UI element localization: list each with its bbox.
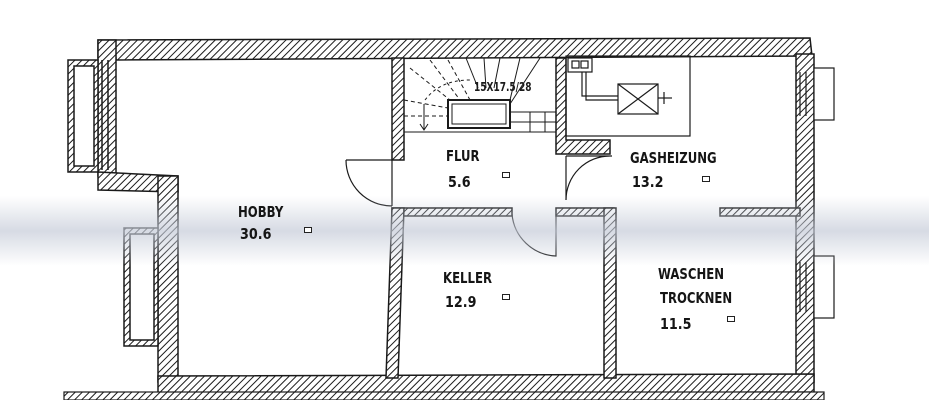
room-label-waschen: WASCHEN bbox=[658, 265, 725, 283]
window-left-top bbox=[67, 59, 109, 173]
marker-hobby bbox=[304, 227, 312, 233]
staircase bbox=[403, 57, 556, 133]
room-area-hobby: 30.6 bbox=[240, 225, 272, 243]
room-area-waschen: 11.5 bbox=[660, 315, 692, 333]
marker-gasheizung bbox=[702, 176, 710, 182]
room-label-keller: KELLER bbox=[443, 269, 492, 287]
room-label-gasheizung: GASHEIZUNG bbox=[630, 149, 717, 167]
marker-waschen bbox=[727, 316, 735, 322]
marker-flur bbox=[502, 172, 510, 178]
room-area-keller: 12.9 bbox=[445, 293, 477, 311]
room-area-flur: 5.6 bbox=[448, 173, 471, 191]
room-area-gasheizung: 13.2 bbox=[632, 173, 664, 191]
stair-dimension-label: 15X17.5/28 bbox=[474, 80, 532, 94]
room-label-hobby: HOBBY bbox=[238, 203, 284, 221]
room-label-trocknen: TROCKNEN bbox=[660, 289, 733, 307]
gas-heater bbox=[565, 55, 691, 137]
marker-keller bbox=[502, 294, 510, 300]
door-flur-gas bbox=[565, 155, 612, 201]
lower-floor-edge bbox=[63, 391, 825, 400]
room-label-flur: FLUR bbox=[446, 147, 480, 165]
window-right-top bbox=[799, 67, 835, 121]
paper-fold-shadow bbox=[0, 196, 929, 266]
